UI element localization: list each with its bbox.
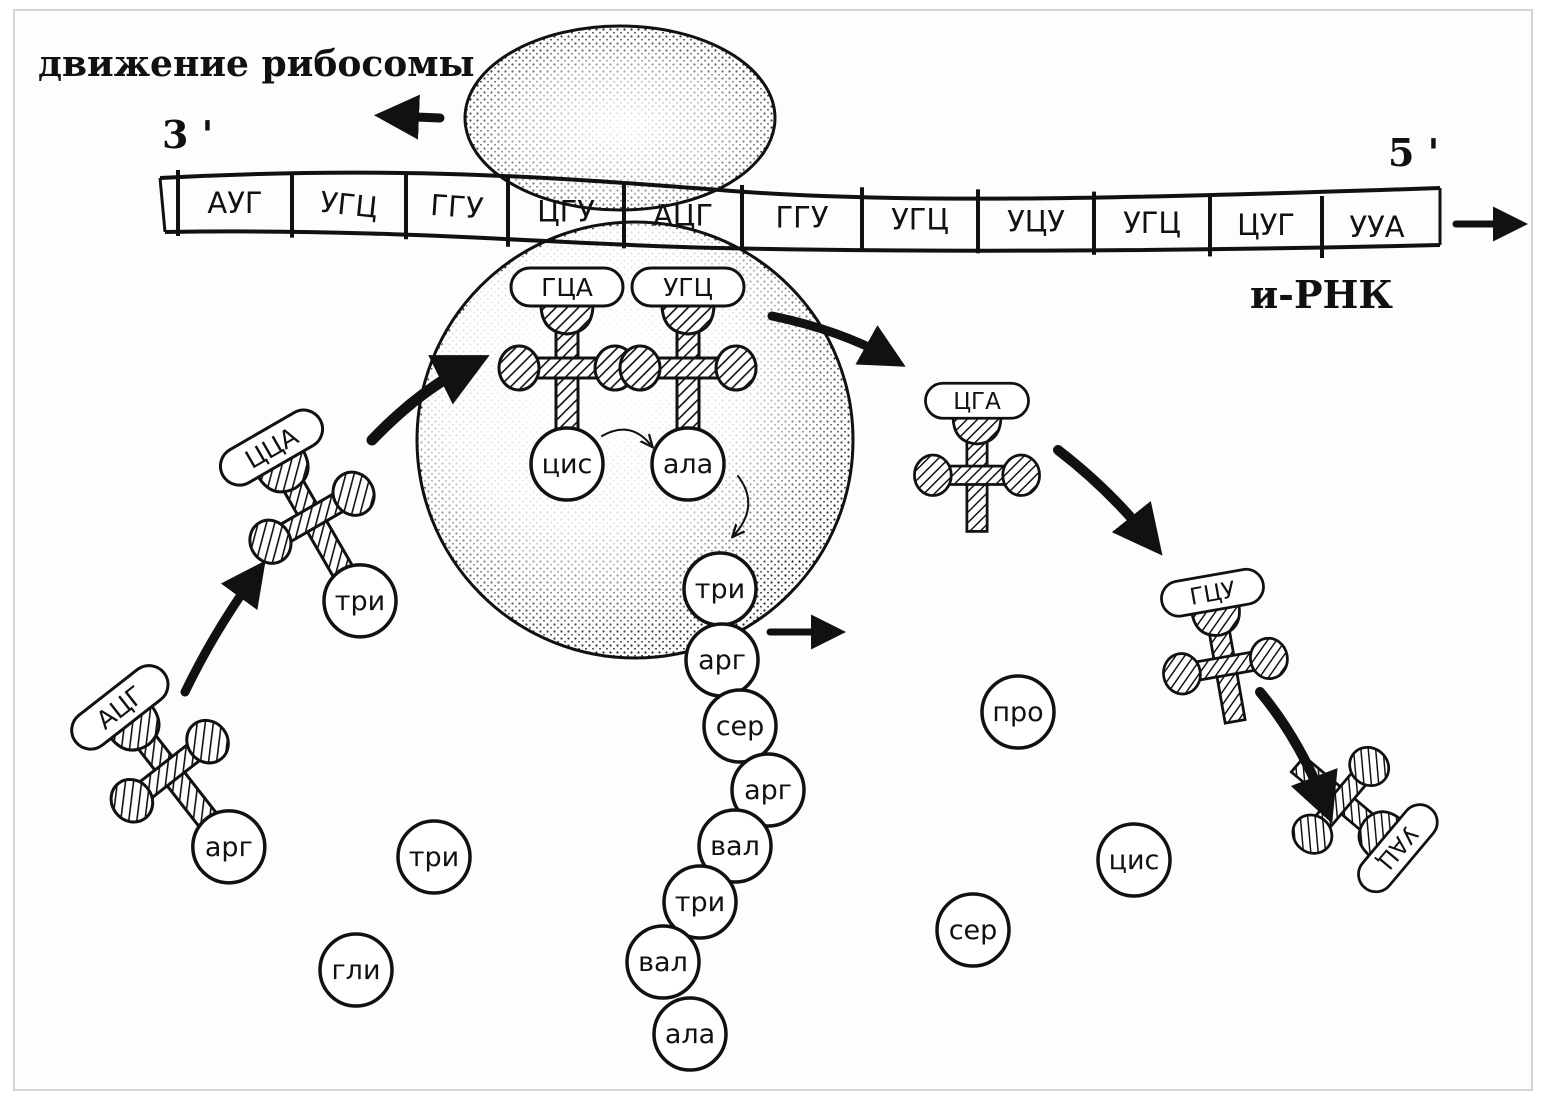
amino-acid-label: вал <box>710 831 760 862</box>
amino-acid-label: три <box>335 586 385 617</box>
peptide-amino-acid: сер <box>704 690 776 762</box>
amino-acid-label: цис <box>1109 845 1160 876</box>
trna-amino-acid: арг <box>193 811 265 883</box>
amino-acid-label: ала <box>665 1019 715 1050</box>
amino-acid-label: арг <box>205 832 253 863</box>
trna-anticodon: ЦГА <box>953 389 1001 415</box>
trna-anticodon: УГЦ <box>663 273 713 302</box>
trna-left-loop <box>499 346 539 390</box>
mrna-codon-label: ГГУ <box>429 188 485 226</box>
mrna-label: и-РНК <box>1250 272 1393 317</box>
amino-acid-label: гли <box>332 955 381 986</box>
trna-left-loop <box>914 455 951 495</box>
free-amino-acid: про <box>982 676 1054 748</box>
mrna-codon-label: АУГ <box>207 186 262 220</box>
amino-acid-label: про <box>992 697 1043 728</box>
peptide-amino-acid: ала <box>654 998 726 1070</box>
mrna-codon-label: ЦУГ <box>1237 208 1295 242</box>
trna-amino-acid: три <box>324 565 396 637</box>
trna-left-loop <box>620 346 660 390</box>
trna-amino-acid: ала <box>652 428 724 500</box>
peptide-amino-acid: арг <box>686 624 758 696</box>
mrna-codon-label: ЦГУ <box>537 195 595 229</box>
peptide-amino-acid: три <box>684 553 756 625</box>
ribosome-direction-label: движение рибосомы <box>38 43 475 85</box>
amino-acid-label: три <box>675 887 725 918</box>
amino-acid-label: три <box>695 574 745 605</box>
amino-acid-label: арг <box>744 775 792 806</box>
trna-anticodon: ГЦА <box>541 273 593 302</box>
mrna-codon-label: УГЦ <box>891 202 949 236</box>
mrna-codon-label: ГГУ <box>775 201 828 235</box>
amino-acid-label: три <box>409 842 459 873</box>
free-amino-acid: цис <box>1098 824 1170 896</box>
mrna-codon-label: УУА <box>1349 210 1404 244</box>
ribosome-direction-arrow <box>392 116 440 118</box>
mrna-codon-label: УГЦ <box>318 185 379 225</box>
mrna-codon-label: УЦУ <box>1007 204 1065 238</box>
trna-amino-acid: цис <box>531 428 603 500</box>
amino-acid-label: арг <box>698 645 746 676</box>
free-amino-acid: сер <box>937 894 1009 966</box>
amino-acid-label: сер <box>716 711 765 742</box>
mrna-codon-label: АЦГ <box>653 199 713 233</box>
amino-acid-label: сер <box>949 915 998 946</box>
free-amino-acid: гли <box>320 934 392 1006</box>
free-amino-acid: три <box>398 821 470 893</box>
amino-acid-label: цис <box>542 449 593 480</box>
trna-right-loop <box>1003 455 1040 495</box>
amino-acid-label: вал <box>638 947 688 978</box>
mrna-3-prime-label: 3 ' <box>162 112 213 157</box>
mrna-codon-label: УГЦ <box>1123 206 1181 240</box>
mrna-5-prime-label: 5 ' <box>1388 130 1439 175</box>
peptide-amino-acid: вал <box>627 926 699 998</box>
amino-acid-label: ала <box>663 449 713 480</box>
trna-right-loop <box>716 346 756 390</box>
